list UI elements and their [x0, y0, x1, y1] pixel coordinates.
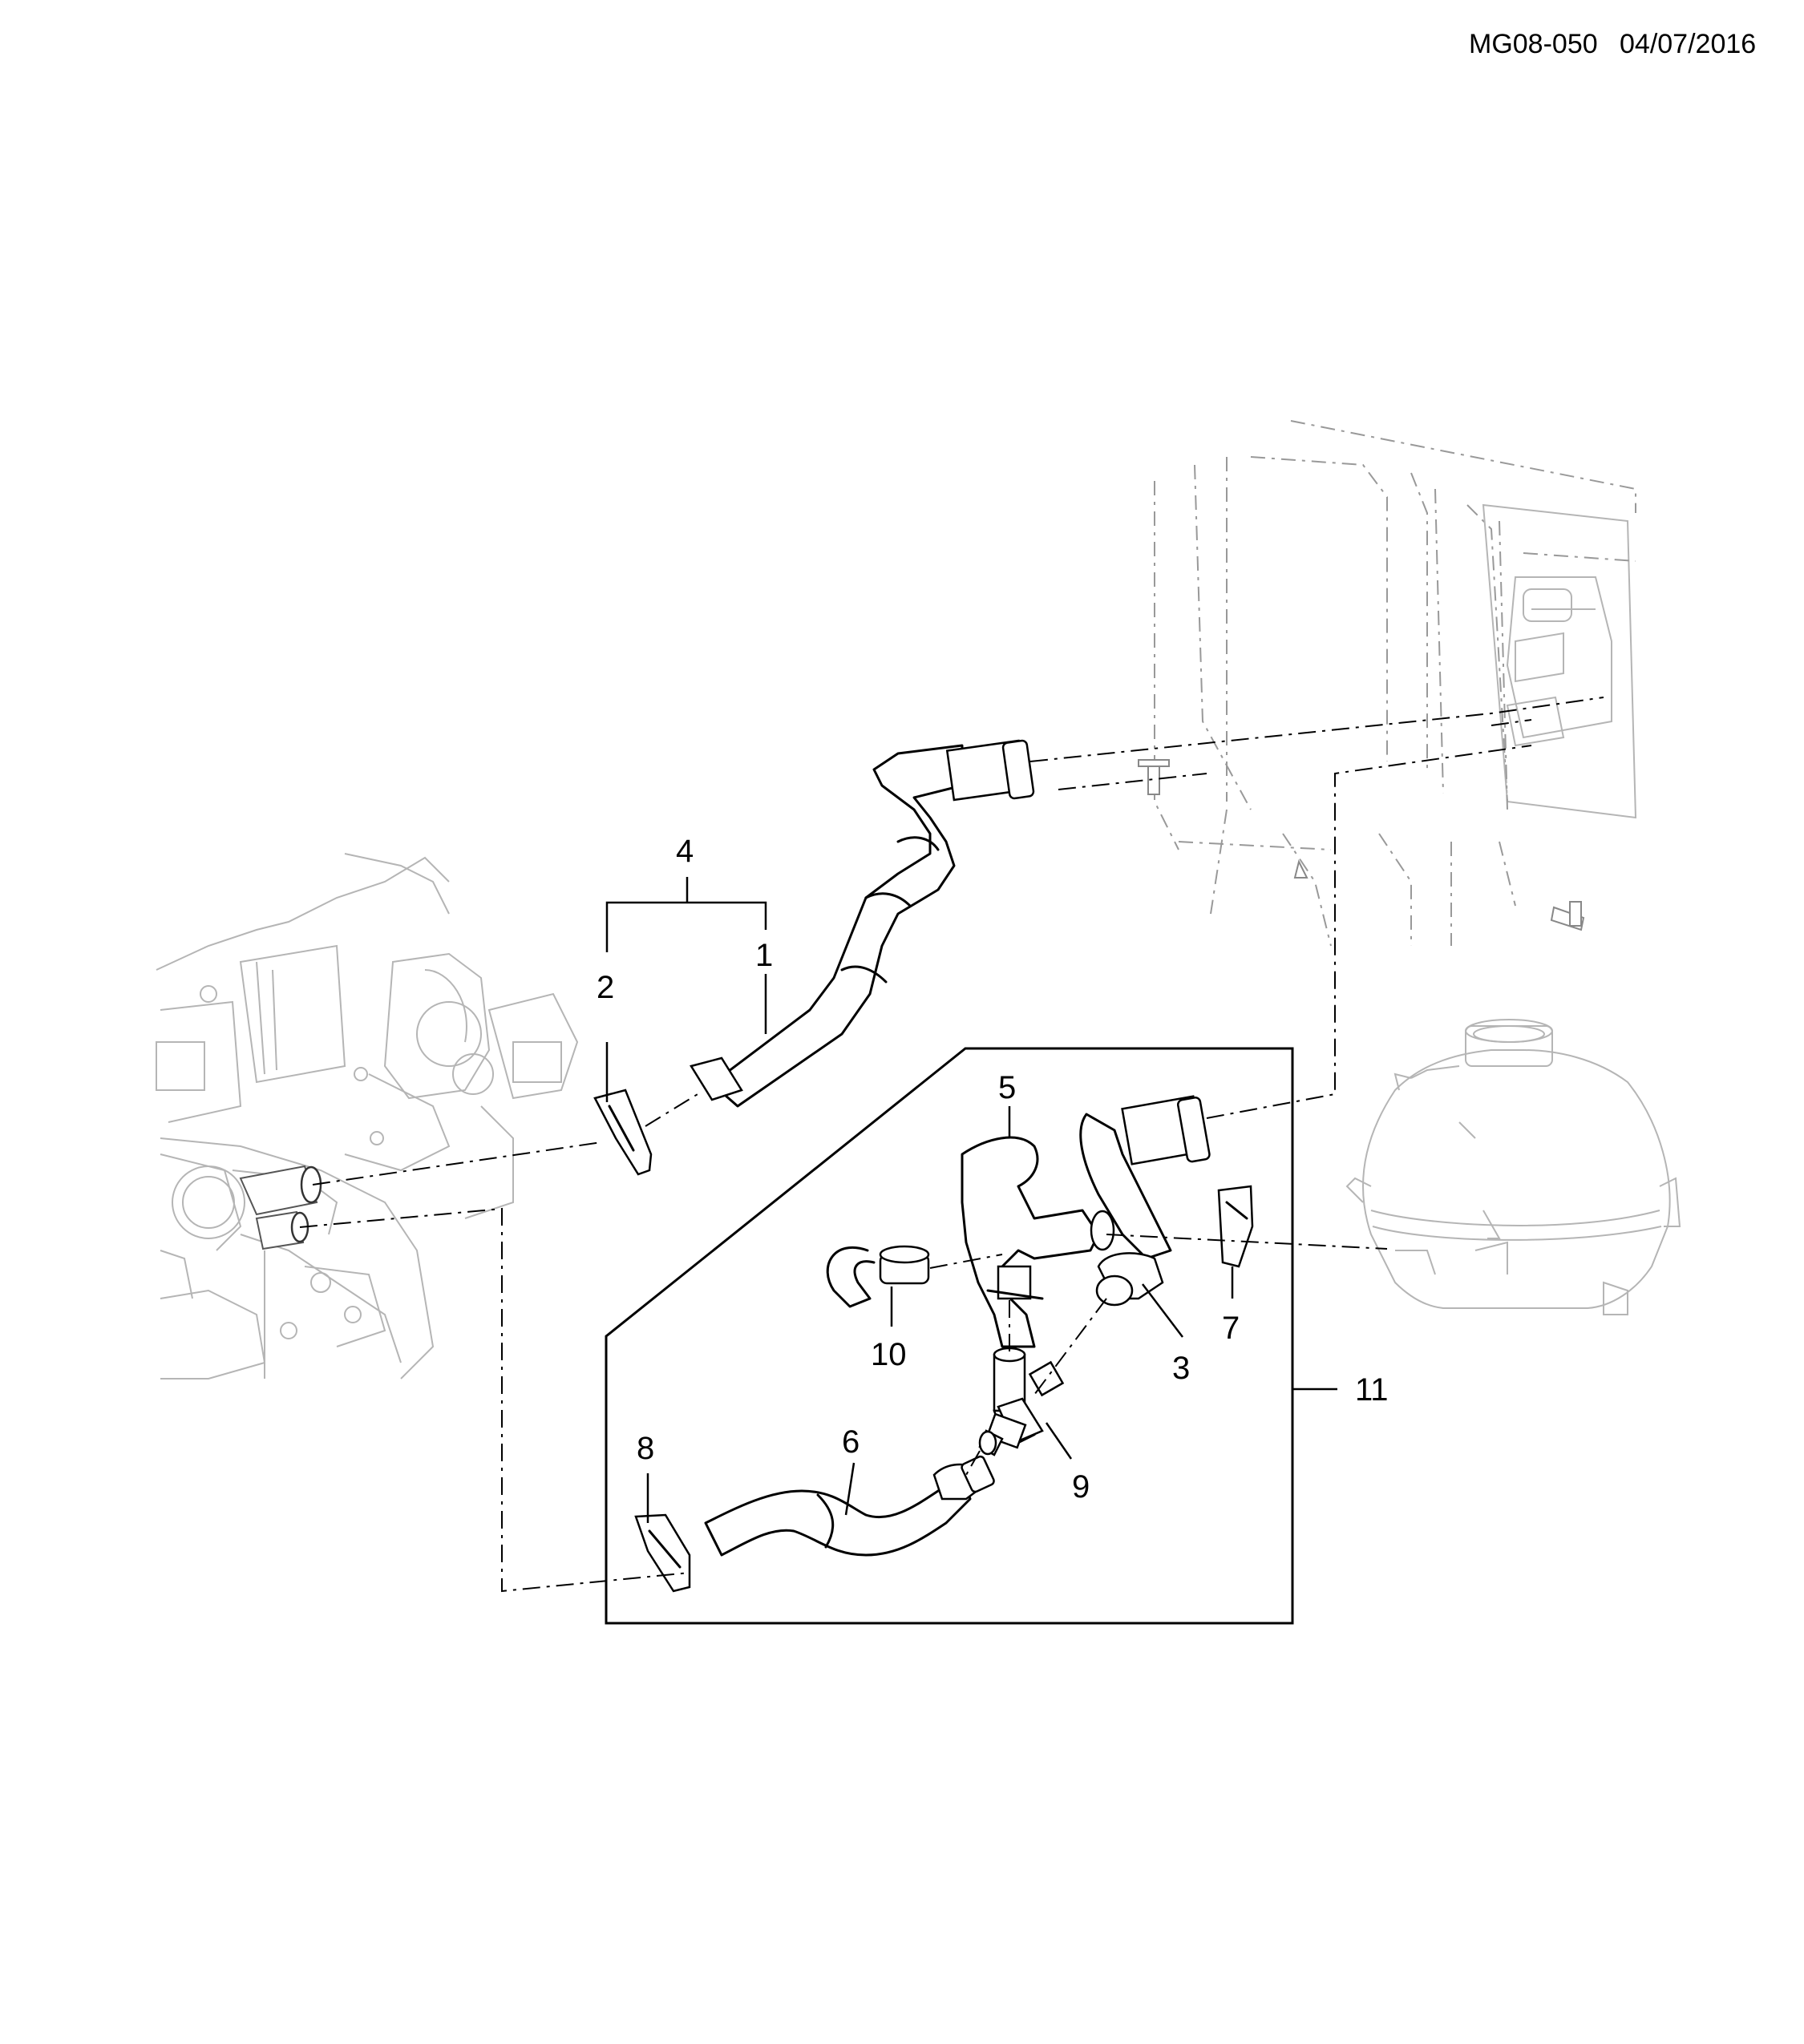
- callout-3: 3: [1172, 1351, 1190, 1386]
- callout-11: 11: [1355, 1372, 1389, 1408]
- callout-8: 8: [637, 1431, 654, 1466]
- callout-9: 9: [1072, 1469, 1090, 1505]
- hose-3: [1079, 1095, 1211, 1307]
- callout-1: 1: [755, 938, 773, 973]
- assembly-lines: [299, 697, 1604, 1593]
- leader-lines: [605, 877, 1337, 1523]
- kit-outline: [605, 1047, 1294, 1625]
- hose-5: [961, 1136, 1115, 1348]
- clamp-8: [634, 1513, 691, 1593]
- body-panel-phantom: [1138, 420, 1637, 947]
- callout-5: 5: [998, 1070, 1016, 1105]
- clamp-7: [1217, 1185, 1254, 1268]
- clamp-2: [593, 1089, 653, 1176]
- callout-10: 10: [871, 1337, 907, 1372]
- callout-2: 2: [597, 970, 614, 1005]
- callout-4: 4: [676, 834, 694, 869]
- hose-1: [690, 739, 1035, 1108]
- clamp-10: [826, 1245, 930, 1308]
- drawing-date: 04/07/2016: [1620, 29, 1756, 59]
- callout-7: 7: [1222, 1311, 1240, 1346]
- hose-6: [704, 1455, 995, 1557]
- drawing-id: MG08-050: [1469, 29, 1598, 59]
- engine-phantom: [156, 853, 579, 1379]
- callout-6: 6: [842, 1424, 860, 1460]
- coolant-reservoir-phantom: [1345, 1019, 1681, 1315]
- t-connector-9: [978, 1347, 1065, 1456]
